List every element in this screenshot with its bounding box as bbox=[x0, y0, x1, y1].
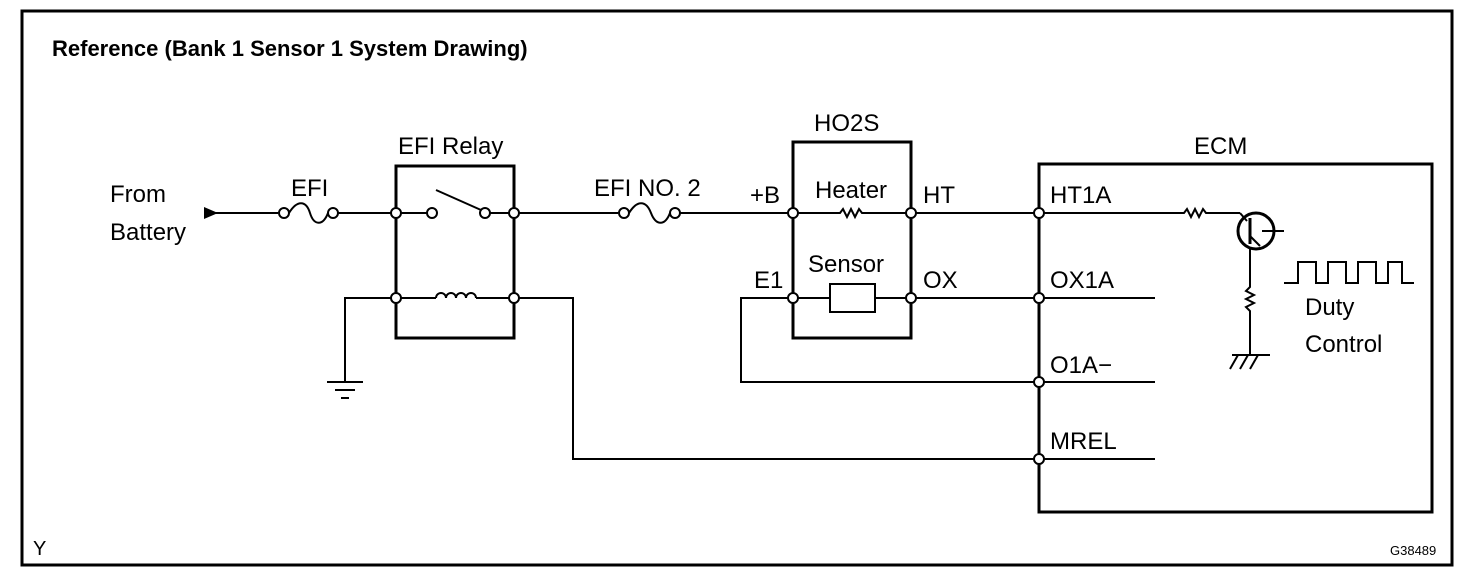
source-label-line1: From bbox=[110, 181, 166, 208]
ho2s-ox-label: OX bbox=[923, 267, 958, 294]
ecm-terminal bbox=[1033, 292, 1045, 304]
ecm-box bbox=[1037, 162, 1434, 514]
figure-code: G38489 bbox=[1390, 543, 1436, 558]
diagram-frame bbox=[20, 9, 1454, 567]
ho2s-box bbox=[791, 140, 913, 340]
ho2s-ht-label: HT bbox=[923, 182, 955, 209]
ecm-label: ECM bbox=[1194, 133, 1247, 160]
efi-relay-box bbox=[394, 164, 516, 340]
wire-relay-to-mrel bbox=[519, 297, 1034, 460]
ground-icon bbox=[327, 381, 363, 399]
diagram-title: Reference (Bank 1 Sensor 1 System Drawin… bbox=[52, 36, 528, 61]
ground-wire bbox=[344, 297, 391, 382]
efi-fuse-icon bbox=[278, 202, 339, 224]
ho2s-label: HO2S bbox=[814, 110, 879, 137]
relay-terminal bbox=[390, 292, 402, 304]
ecm-pin-o1a: O1A− bbox=[1050, 352, 1112, 379]
relay-terminal bbox=[508, 292, 520, 304]
transistor-icon bbox=[1236, 211, 1284, 251]
efi-no2-fuse-label: EFI NO. 2 bbox=[594, 175, 701, 202]
wire-e1-to-o1a bbox=[740, 297, 1034, 383]
duty-control-label-line1: Duty bbox=[1305, 294, 1354, 321]
relay-terminal bbox=[508, 207, 520, 219]
relay-coil-icon bbox=[396, 292, 514, 299]
sensor-element-icon bbox=[798, 283, 906, 313]
ecm-terminal bbox=[1033, 453, 1045, 465]
ho2s-e1-label: E1 bbox=[754, 267, 783, 294]
pull-down-resistor-icon bbox=[1243, 249, 1257, 355]
ecm-ground-icon bbox=[1229, 354, 1270, 370]
ecm-pin-mrel: MREL bbox=[1050, 428, 1117, 455]
duty-control-label-line2: Control bbox=[1305, 331, 1382, 358]
corner-letter: Y bbox=[33, 538, 46, 560]
ecm-ht1a-resistor-icon bbox=[1044, 206, 1240, 220]
efi-relay-label: EFI Relay bbox=[398, 133, 503, 160]
ecm-pin-ht1a: HT1A bbox=[1050, 182, 1111, 209]
heater-resistor-icon bbox=[798, 206, 906, 220]
ho2s-terminal bbox=[905, 207, 917, 219]
ecm-terminal bbox=[1033, 376, 1045, 388]
ho2s-sensor-label: Sensor bbox=[808, 251, 884, 278]
ho2s-terminal bbox=[905, 292, 917, 304]
duty-waveform-icon bbox=[1284, 261, 1414, 284]
ho2s-terminal bbox=[787, 292, 799, 304]
ho2s-plus-b-label: +B bbox=[750, 182, 780, 209]
efi-fuse-label: EFI bbox=[291, 175, 328, 202]
ecm-terminal bbox=[1033, 207, 1045, 219]
ecm-pin-ox1a: OX1A bbox=[1050, 267, 1114, 294]
source-label-line2: Battery bbox=[110, 219, 186, 246]
efi-no2-fuse-icon bbox=[618, 202, 681, 224]
relay-terminal bbox=[390, 207, 402, 219]
ho2s-heater-label: Heater bbox=[815, 177, 887, 204]
ho2s-terminal bbox=[787, 207, 799, 219]
relay-switch-icon bbox=[396, 189, 514, 219]
